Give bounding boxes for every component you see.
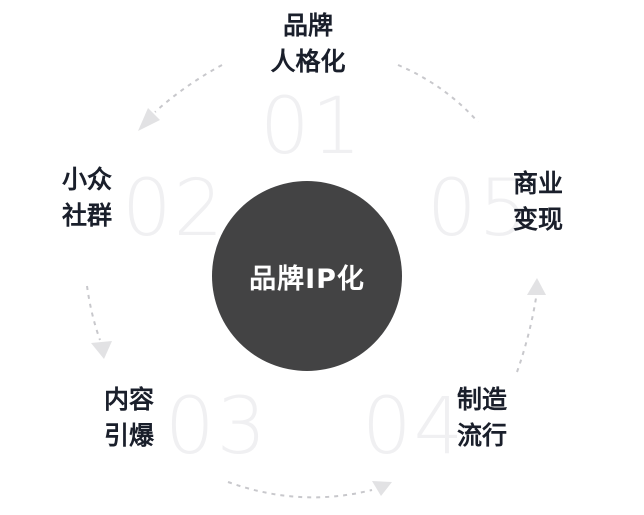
step-number-05: 05: [427, 164, 531, 254]
arrowhead-right-icon: [527, 278, 546, 295]
dashed-arc-left: [86, 285, 101, 341]
step-02-line2: 社群: [62, 201, 113, 230]
step-label-04: 制造 流行: [457, 382, 507, 454]
arrowhead-top-left-icon: [138, 108, 160, 131]
step-05-line1: 商业: [513, 169, 564, 198]
step-number-02: 02: [122, 164, 226, 254]
step-label-05: 商业 变现: [513, 166, 563, 238]
arrowhead-left-icon: [91, 341, 112, 359]
step-number-01: 01: [260, 82, 364, 172]
center-label: 品牌IP化: [249, 263, 365, 295]
step-01-line1: 品牌: [282, 11, 333, 40]
dashed-arc-top-left: [154, 64, 223, 113]
arrowhead-bottom-icon: [372, 481, 392, 496]
center-circle: 品牌IP化: [212, 181, 402, 371]
step-label-02: 小众 社群: [62, 162, 112, 234]
dashed-arc-right: [516, 297, 537, 373]
step-number-04: 04: [362, 382, 466, 472]
step-02-line1: 小众: [62, 165, 113, 194]
dashed-arc-top-right: [397, 64, 479, 123]
step-label-03: 内容 引爆: [104, 382, 154, 454]
step-number-03: 03: [165, 382, 269, 472]
step-04-line1: 制造: [457, 385, 508, 414]
step-05-line2: 变现: [513, 205, 564, 234]
step-01-line2: 人格化: [270, 47, 346, 76]
step-03-line1: 内容: [104, 385, 155, 414]
dashed-arc-bottom: [227, 481, 373, 499]
step-03-line2: 引爆: [104, 421, 155, 450]
step-label-01: 品牌 人格化: [263, 8, 353, 80]
step-04-line2: 流行: [457, 421, 508, 450]
